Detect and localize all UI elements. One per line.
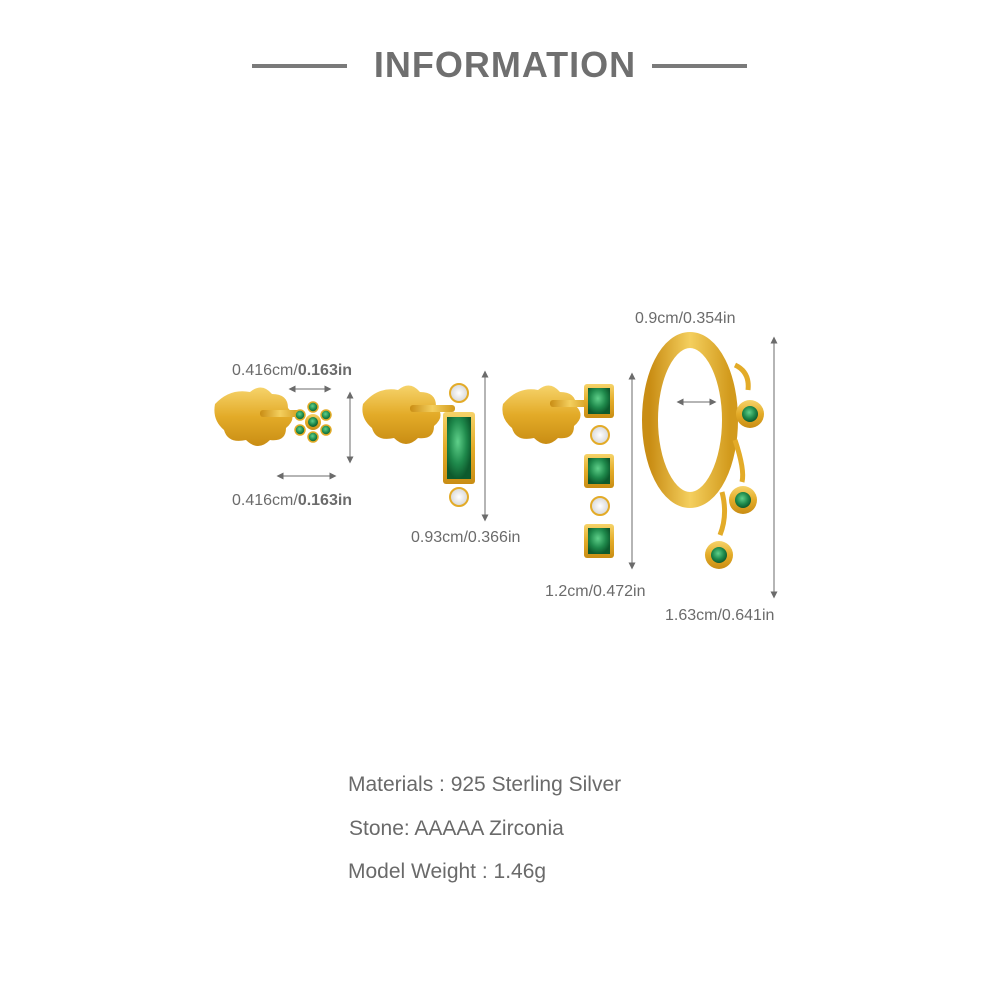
flower-bottom-dimension: 0.416cm/0.163in <box>232 492 352 509</box>
long-bar-earring <box>502 384 614 558</box>
stone-spec: Stone: AAAAA Zirconia <box>349 817 564 840</box>
weight-spec: Model Weight : 1.46g <box>348 860 547 883</box>
hoop-height-dimension: 1.63cm/0.641in <box>665 607 774 624</box>
flower-stud-earring <box>214 387 332 446</box>
bar-stud-dimension: 0.93cm/0.366in <box>411 529 520 546</box>
header-right-rule <box>652 64 747 68</box>
long-stud-dimension: 1.2cm/0.472in <box>545 583 646 600</box>
materials-spec: Materials : 925 Sterling Silver <box>348 773 622 796</box>
header-left-rule <box>252 64 347 68</box>
baguette-bar-earring <box>362 383 475 507</box>
page-title: INFORMATION <box>373 44 637 85</box>
hoop-width-dimension: 0.9cm/0.354in <box>635 310 736 327</box>
charm-hoop-earring <box>642 332 764 569</box>
flower-top-dimension: 0.416cm/0.163in <box>232 362 352 379</box>
dimension-lines <box>276 336 778 599</box>
